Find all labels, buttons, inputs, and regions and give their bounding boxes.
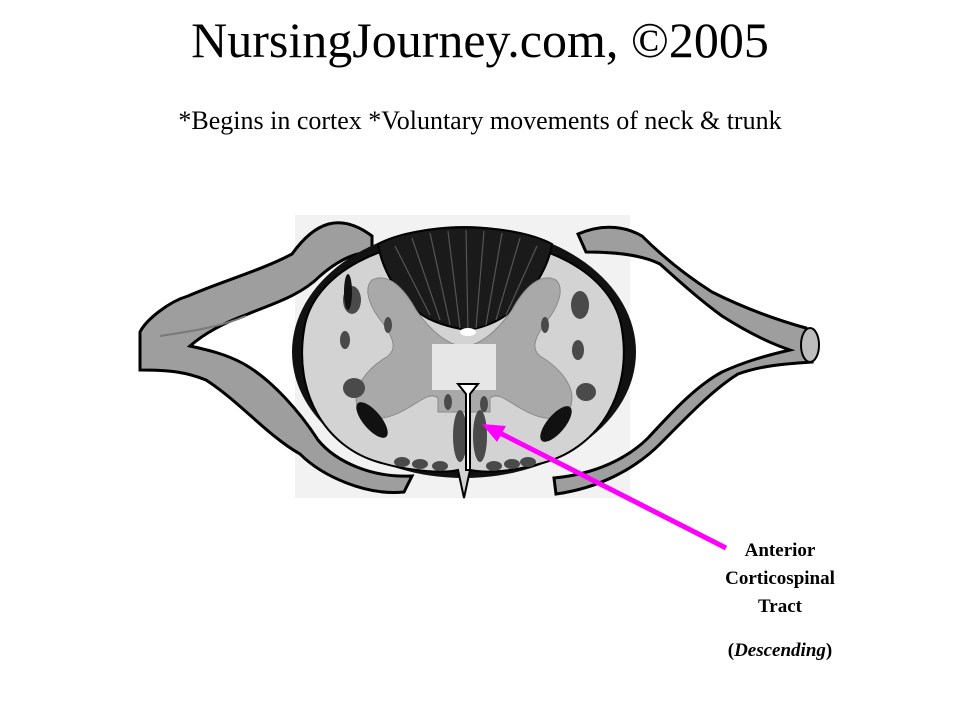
central-canal [460,328,476,336]
tract-direction-label: (Descending) [680,638,880,663]
page-subtitle: *Begins in cortex *Voluntary movements o… [178,106,782,135]
anterolateral-tracts [344,274,572,442]
gray-commissure [432,344,496,390]
tract-direction-close-paren: ) [825,640,833,661]
left-nerve-root [138,221,415,495]
tract-label-line-3: Tract [758,596,802,617]
anterior-corticospinal-tract [453,410,487,462]
pointer-arrow-line [492,427,728,551]
tract-label-line-2: Corticospinal [725,568,835,589]
anterior-tract-spots [394,394,536,471]
page-title: NursingJourney.com, ©2005 [191,12,769,68]
lateral-tracts [340,286,596,401]
tract-label-line-1: Anterior [744,540,816,561]
right-nerve-root [552,225,820,496]
tract-direction-open-paren: ( [727,640,735,661]
posterior-column-lines [394,229,538,331]
pointer-arrow-head [482,424,506,442]
anterior-median-fissure [455,383,481,471]
tract-direction-text: Descending [734,640,826,661]
